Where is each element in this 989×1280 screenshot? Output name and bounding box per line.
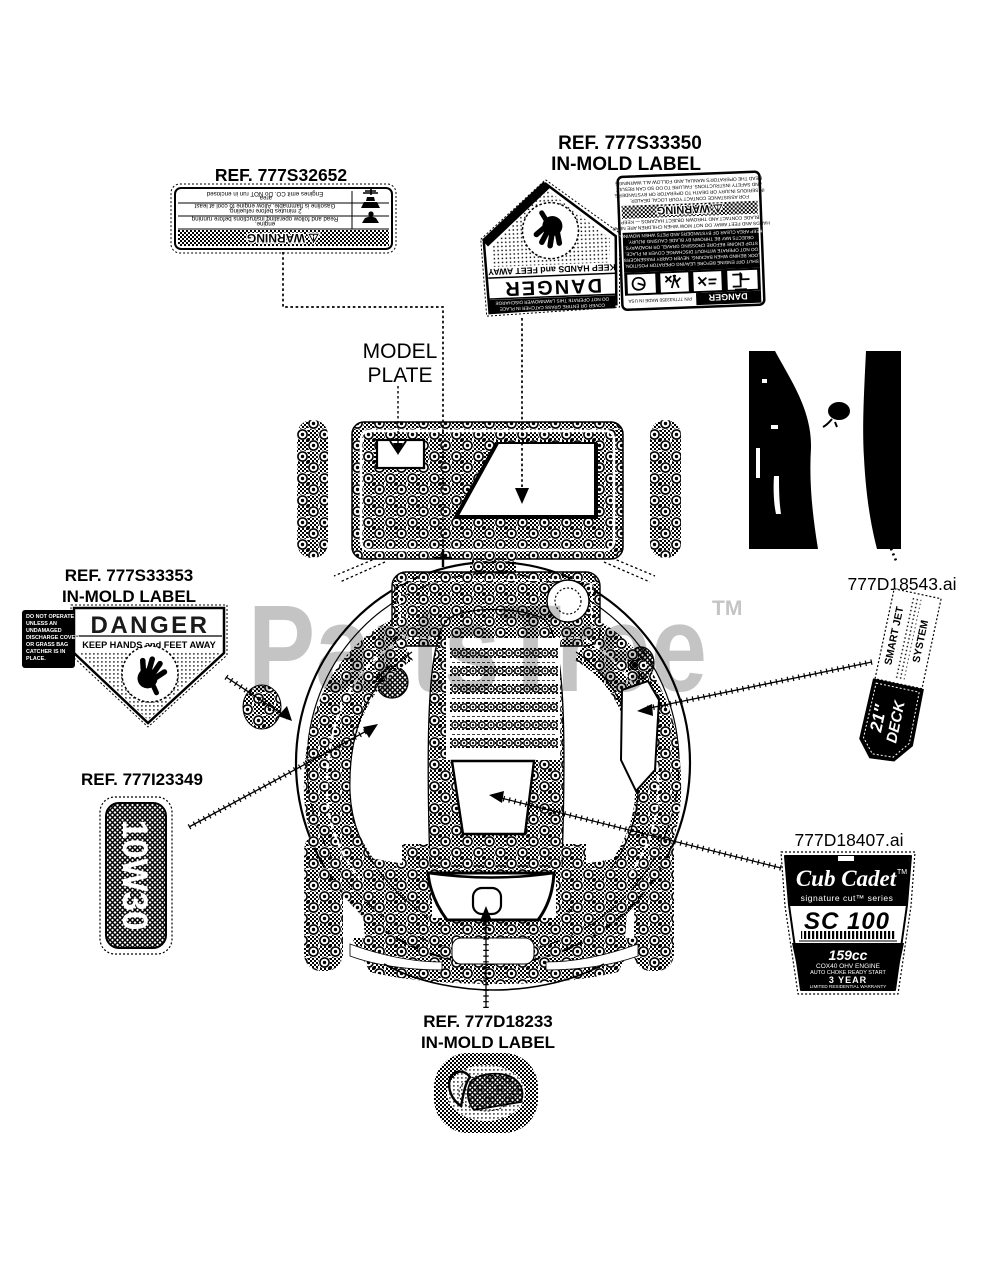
svg-text:DO NOT OPERATE WITHOUT DISCHAR: DO NOT OPERATE WITHOUT DISCHARGE COVER I… xyxy=(625,247,758,257)
svg-text:AND SAFETY INSTRUCTIONS. FAILU: AND SAFETY INSTRUCTIONS. FAILURE TO DO S… xyxy=(616,181,762,193)
svg-text:REF. 777S33353: REF. 777S33353 xyxy=(65,566,194,585)
svg-text:10W30: 10W30 xyxy=(115,820,154,931)
svg-text:TM: TM xyxy=(712,597,742,620)
svg-text:AUTO CHOKE READY START: AUTO CHOKE READY START xyxy=(810,970,886,976)
svg-text:DANGER: DANGER xyxy=(503,274,602,300)
svg-text:TM: TM xyxy=(897,869,907,876)
svg-text:LIMITED RESIDENTIAL WARRANTY: LIMITED RESIDENTIAL WARRANTY xyxy=(810,984,887,989)
svg-text:Engines emit CO. Do NOT run in: Engines emit CO. Do NOT run in enclosed xyxy=(206,190,323,197)
svg-text:COVER OR ENTIRE GRASS CATCHER: COVER OR ENTIRE GRASS CATCHER IN PLACE xyxy=(500,303,605,312)
svg-text:777D18543.ai: 777D18543.ai xyxy=(848,574,957,594)
svg-text:SHUT OFF ENGINE BEFORE LEAVING: SHUT OFF ENGINE BEFORE LEAVING OPERATOR … xyxy=(625,259,759,269)
svg-text:LOOK BEHIND WHEN BACKING. NEVE: LOOK BEHIND WHEN BACKING. NEVER CARRY PA… xyxy=(623,253,761,263)
svg-text:Cub Cadet: Cub Cadet xyxy=(796,866,897,891)
svg-text:IN-MOLD LABEL: IN-MOLD LABEL xyxy=(62,587,196,606)
svg-text:REF. 777S32652: REF. 777S32652 xyxy=(215,165,348,185)
svg-text:P/N 777S33350 MADE IN USA: P/N 777S33350 MADE IN USA xyxy=(627,296,692,303)
svg-text:⚠ WARNING: ⚠ WARNING xyxy=(656,202,723,217)
svg-text:FOR ASSISTANCE CONTACT YOUR LO: FOR ASSISTANCE CONTACT YOUR LOCAL DEALER… xyxy=(630,193,749,204)
svg-text:Read and follow operating inst: Read and follow operating instructions b… xyxy=(191,215,338,222)
svg-text:area.: area. xyxy=(258,194,272,201)
svg-text:3 YEAR: 3 YEAR xyxy=(829,975,867,985)
svg-text:REF. 777S33350: REF. 777S33350 xyxy=(558,133,702,154)
svg-text:KEEP AREA CLEAR OF BYSTANDERS: KEEP AREA CLEAR OF BYSTANDERS AND PETS W… xyxy=(619,229,763,240)
svg-text:BLADE CONTACT AND THROWN OBJEC: BLADE CONTACT AND THROWN OBJECT HAZARDS … xyxy=(621,214,760,225)
svg-text:KEEP HANDS and FEET AWAY: KEEP HANDS and FEET AWAY xyxy=(488,262,616,277)
svg-text:⚠ WARNING: ⚠ WARNING xyxy=(247,231,319,245)
svg-text:READ THE OPERATOR'S MANUAL AND: READ THE OPERATOR'S MANUAL AND FOLLOW AL… xyxy=(615,174,762,186)
svg-text:IN SERIOUS INJURY OR DEATH TO: IN SERIOUS INJURY OR DEATH TO OPERATOR O… xyxy=(614,186,765,198)
svg-text:SC 100: SC 100 xyxy=(804,908,890,935)
svg-text:signature cut™ series: signature cut™ series xyxy=(801,893,894,903)
svg-text:Gasoline is flammable. Allow e: Gasoline is flammable. Allow engine to c… xyxy=(194,202,335,209)
svg-text:PLACE.: PLACE. xyxy=(26,656,46,662)
svg-text:KEEP HANDS and FEET AWAY: KEEP HANDS and FEET AWAY xyxy=(82,640,215,650)
svg-text:COX40 OHV ENGINE: COX40 OHV ENGINE xyxy=(816,963,881,970)
svg-text:159cc: 159cc xyxy=(829,947,868,963)
svg-text:DANGER: DANGER xyxy=(708,291,748,303)
svg-text:DANGER: DANGER xyxy=(90,612,209,639)
svg-text:777D18407.ai: 777D18407.ai xyxy=(795,830,904,850)
svg-text:UNDAMAGED: UNDAMAGED xyxy=(26,628,62,634)
svg-text:PartsTree: PartsTree xyxy=(248,581,707,718)
svg-text:CATCHER IS IN: CATCHER IS IN xyxy=(26,649,66,655)
svg-text:IN-MOLD LABEL: IN-MOLD LABEL xyxy=(421,1033,555,1052)
svg-text:OBJECTS MAY BE THROWN BY BLADE: OBJECTS MAY BE THROWN BY BLADE CAUSING I… xyxy=(628,235,754,245)
svg-text:IN-MOLD LABEL: IN-MOLD LABEL xyxy=(551,154,701,175)
svg-text:REF. 777I23349: REF. 777I23349 xyxy=(81,770,203,789)
svg-text:OR GRASS BAG: OR GRASS BAG xyxy=(26,642,68,648)
svg-text:PLATE: PLATE xyxy=(368,364,433,387)
svg-text:engine.: engine. xyxy=(255,220,276,227)
svg-text:DO NOT OPERATE: DO NOT OPERATE xyxy=(26,614,75,620)
svg-text:DO NOT OPERATE THIS LAWNMOWER: DO NOT OPERATE THIS LAWNMOWER DISCHARGE xyxy=(495,296,609,305)
svg-text:MODEL: MODEL xyxy=(363,340,438,363)
svg-text:2 minutes before refueling.: 2 minutes before refueling. xyxy=(228,207,302,214)
svg-text:DISCHARGE COVER: DISCHARGE COVER xyxy=(26,635,79,641)
svg-text:REF. 777D18233: REF. 777D18233 xyxy=(423,1012,552,1031)
svg-text:STOP ENGINE BEFORE CROSSING GR: STOP ENGINE BEFORE CROSSING GRAVEL OR RO… xyxy=(624,241,758,251)
svg-text:UNLESS AN: UNLESS AN xyxy=(26,621,57,627)
